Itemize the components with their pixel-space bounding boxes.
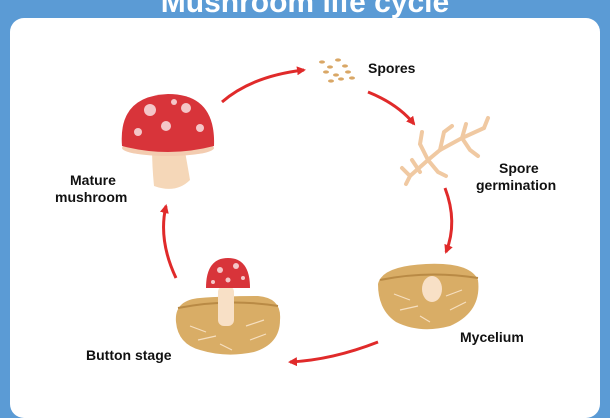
mycelium-label: Mycelium — [460, 329, 524, 345]
germination-illustration — [400, 116, 490, 186]
diagram-title: Mushroom life cycle — [160, 0, 450, 19]
spore-germination-label-line1: Spore — [499, 160, 539, 176]
mature-mushroom-illustration — [121, 94, 215, 189]
arrow-button-to-mature — [160, 204, 178, 279]
arrow-spores-to-germination — [367, 90, 416, 126]
diagram-panel — [10, 18, 600, 418]
spore-germination-label-line2: germination — [476, 177, 557, 193]
spores-label: Spores — [368, 60, 416, 76]
button-stage-illustration — [175, 258, 281, 355]
button-stage-label: Button stage — [86, 347, 172, 363]
mature-label-line2: mushroom — [55, 189, 128, 205]
life-cycle-diagram — [121, 58, 490, 367]
mature-label-line1: Mature — [70, 172, 116, 188]
arrow-germination-to-mycelium — [443, 187, 454, 254]
spores-illustration — [319, 58, 355, 83]
arrow-mycelium-to-button — [288, 340, 379, 367]
mycelium-illustration — [378, 263, 479, 330]
arrow-mature-to-spores — [221, 66, 306, 104]
